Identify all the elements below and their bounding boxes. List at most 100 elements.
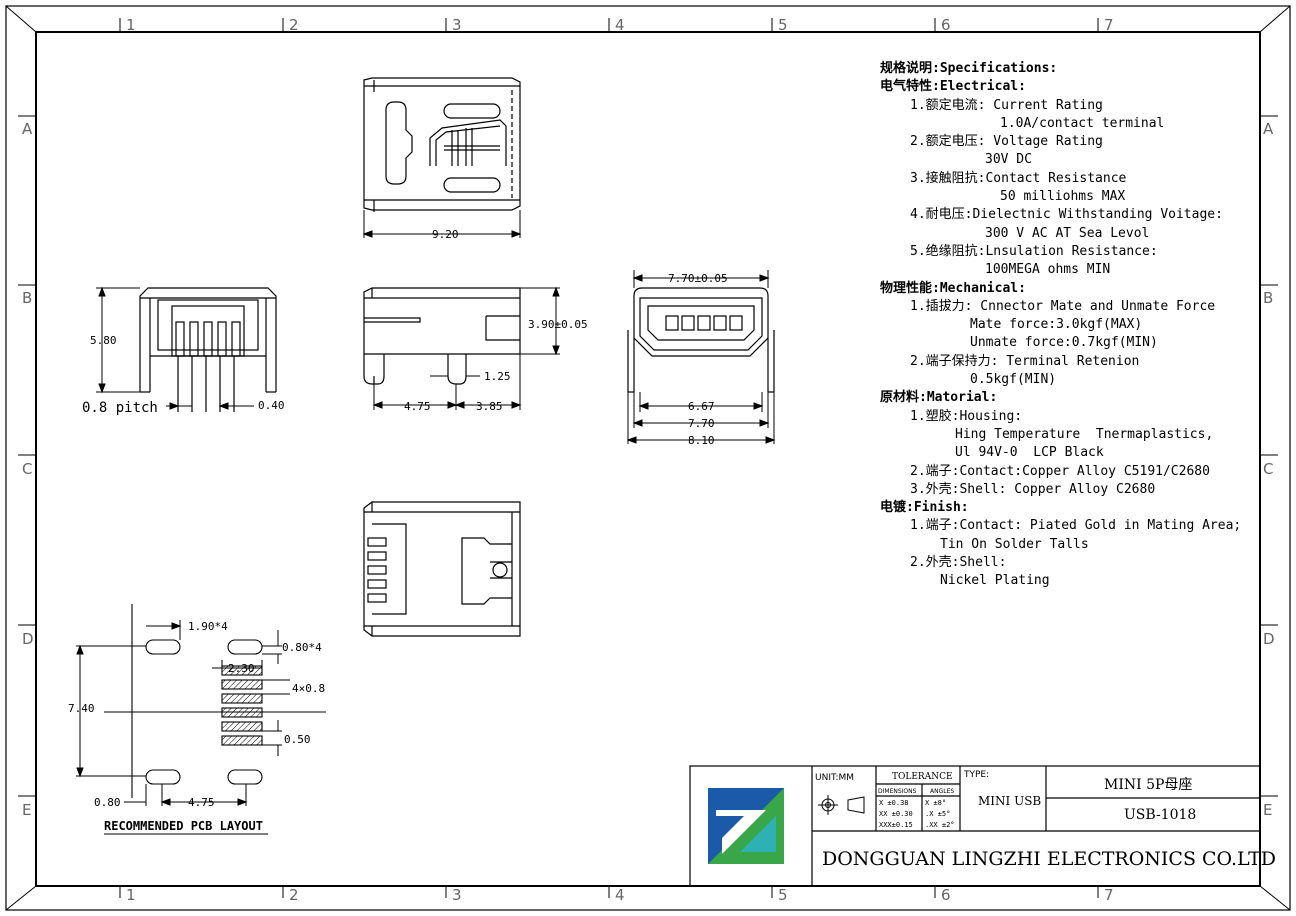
col-label: 3 [452, 886, 462, 904]
dim-front-top: 7.70±0.05 [668, 272, 728, 285]
spec-line: Hing Temperature Tnermaplastics, [955, 426, 1214, 442]
spec-line: 1.塑胶:Housing: [910, 408, 1023, 424]
dim-pcb-a: 1.90*4 [188, 620, 228, 633]
tol-dim-2: XXX±0.15 [879, 821, 913, 829]
front-view-dim [626, 270, 776, 444]
tolerance-label: TOLERANCE [892, 772, 953, 782]
col-label: 6 [941, 16, 951, 34]
dim-pitch: 0.8 pitch [82, 400, 158, 416]
pcb-dims [76, 620, 290, 835]
col-label: 4 [615, 886, 625, 904]
spec-line: Unmate force:0.7kgf(MIN) [970, 335, 1158, 351]
dim-pcb-height: 7.40 [68, 702, 95, 715]
spec-line: 3.接触阻抗:Contact Resistance [910, 170, 1127, 186]
unit-label: UNIT:MM [815, 773, 854, 783]
col-label: 7 [1104, 16, 1114, 34]
front-view [627, 287, 775, 393]
col-label: 2 [289, 16, 299, 34]
spec-line: Ul 94V-0 LCP Black [955, 445, 1104, 461]
col-label: 4 [615, 16, 625, 34]
col-label: 5 [778, 886, 788, 904]
spec-line: 300 V AC AT Sea Levol [985, 225, 1150, 241]
spec-line: 2.端子:Contact:Copper Alloy C5191/C2680 [910, 463, 1210, 479]
spec-line: 5.绝缘阻抗:Lnsulation Resistance: [910, 243, 1158, 259]
dim-top-width: 9.20 [432, 228, 459, 241]
spec-line: 原材料:Matorial: [880, 390, 998, 406]
part-name: MINI 5P母座 [1104, 777, 1192, 793]
dim-side-small: 1.25 [484, 370, 511, 383]
tol-dim-0: X ±0.38 [879, 799, 909, 807]
col-label: 2 [289, 886, 299, 904]
row-label: A [1263, 120, 1274, 138]
col-label: 7 [1104, 886, 1114, 904]
spec-line: 0.5kgf(MIN) [970, 372, 1057, 388]
tol-ang-2: .XX ±2° [925, 821, 955, 829]
row-label: D [1263, 630, 1275, 648]
spec-line: 电气特性:Electrical: [880, 79, 1026, 95]
side-view [363, 287, 521, 385]
top-view [363, 77, 521, 212]
row-label: C [1263, 460, 1273, 478]
top-view-dim [362, 210, 522, 238]
dimensions-label: DIMENSIONS [878, 788, 917, 795]
dim-pcb-b: 0.80*4 [282, 641, 322, 654]
specifications-block: 规格说明:Specifications: 电气特性:Electrical: 1.额定… [880, 60, 1241, 591]
pcb-layout [104, 604, 326, 798]
spec-line: Nickel Plating [940, 573, 1050, 589]
col-label: 5 [778, 16, 788, 34]
spec-line: 3.外壳:Shell: Copper Alloy C2680 [910, 481, 1156, 497]
tol-dim-1: XX ±0.30 [879, 810, 913, 818]
company-name: DONGGUAN LINGZHI ELECTRONICS CO.LTD [822, 848, 1276, 870]
outer-border [5, 5, 1291, 911]
row-label: C [22, 460, 32, 478]
end-view [139, 287, 277, 412]
spec-line: 2.外壳:Shell: [910, 555, 1007, 571]
grid-ticks [18, 18, 1278, 898]
spec-line: 1.额定电流: Current Rating [910, 97, 1103, 113]
dim-front-a: 6.67 [688, 400, 715, 413]
dim-pcb-d: 4×0.8 [292, 682, 325, 695]
dim-pcb-e: 0.50 [284, 733, 311, 746]
spec-line: 1.端子:Contact: Piated Gold in Mating Area… [910, 518, 1242, 534]
spec-line: 物理性能:Mechanical: [880, 280, 1026, 296]
dim-front-c: 8.10 [688, 434, 715, 447]
spec-line: 2.端子保持力: Terminal Retenion [910, 353, 1140, 369]
spec-line: 规格说明:Specifications: [880, 61, 1058, 76]
pcb-caption: RECOMMENDED PCB LAYOUT [104, 819, 263, 833]
company-logo [708, 788, 784, 864]
spec-line: 30V DC [985, 152, 1032, 168]
inner-border [35, 31, 1261, 887]
col-label: 1 [126, 886, 136, 904]
grid-labels: 1 2 3 4 5 6 7 1 2 3 4 5 6 7 A B C D E A … [22, 16, 1275, 904]
part-number: USB-1018 [1124, 807, 1196, 823]
col-label: 1 [126, 16, 136, 34]
dim-front-b: 7.70 [688, 417, 715, 430]
end-view-dim [96, 286, 254, 410]
type-label: TYPE: [963, 770, 989, 780]
dim-side-height: 3.90±0.05 [528, 318, 588, 331]
spec-line: 电镀:Finish: [880, 500, 969, 516]
spec-line: 4.耐电压:Dielectnic Withstanding Voitage: [910, 207, 1223, 223]
row-label: D [22, 630, 34, 648]
spec-line: 50 milliohms MAX [1000, 189, 1126, 205]
spec-line: 2.额定电压: Voltage Rating [910, 134, 1103, 150]
row-label: B [1263, 289, 1273, 307]
angles-label: ANGLES [930, 788, 954, 795]
dim-side-b: 3.85 [476, 400, 503, 413]
dim-pcb-c: 2.30 [228, 662, 255, 675]
spec-line: 100MEGA ohms MIN [985, 262, 1111, 278]
spec-line: 1.插拔力: Cnnector Mate and Unmate Force [910, 298, 1216, 314]
col-label: 6 [941, 886, 951, 904]
spec-line: Tin On Solder Talls [940, 536, 1089, 552]
dim-pcb-f: 0.80 [94, 796, 121, 809]
title-block [689, 765, 1261, 887]
tol-ang-0: X ±8° [925, 799, 946, 807]
col-label: 3 [452, 16, 462, 34]
dim-pin-width: 0.40 [258, 399, 285, 412]
tol-ang-1: .X ±5° [925, 810, 950, 818]
dim-end-height: 5.80 [90, 334, 117, 347]
spec-line: Mate force:3.0kgf(MAX) [970, 317, 1143, 333]
bottom-view [363, 501, 521, 637]
dim-pcb-g: 4.75 [188, 796, 215, 809]
